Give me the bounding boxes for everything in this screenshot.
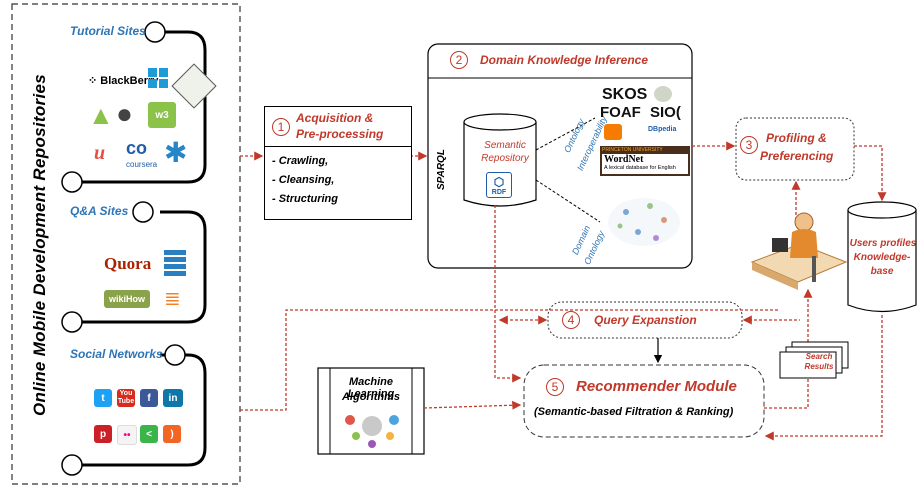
- repositories-title: Online Mobile Development Repositories: [30, 74, 49, 417]
- repository-label-2: Repository: [481, 153, 529, 164]
- query-expansion-title: Query Expanstion: [594, 313, 697, 327]
- step-4-badge: 4: [562, 311, 580, 329]
- search-results-label-1: Search: [805, 352, 833, 361]
- tutorial-sites-label: Tutorial Sites: [70, 24, 146, 38]
- social-bracket: [70, 353, 207, 467]
- skos-logo: SKOS: [602, 86, 648, 103]
- stackoverflow-icon: ≣: [164, 288, 181, 310]
- ml-box: [317, 367, 425, 455]
- windows-icon: [148, 68, 168, 88]
- social-networks-label: Social Networks: [70, 347, 163, 361]
- repository-cylinder: [463, 122, 537, 207]
- w3schools-icon: w3: [148, 102, 176, 128]
- users-db-label-2: Knowledge-: [853, 252, 911, 263]
- blackberry-icon: ⁘: [88, 75, 98, 87]
- domain-ontology-cloud: [608, 198, 680, 246]
- rdf-glyph-icon: ⬡: [493, 174, 505, 189]
- youtube-icon: You Tube: [117, 389, 135, 407]
- users-db-label-3: base: [870, 266, 894, 277]
- recommender-box: [523, 364, 765, 438]
- search-results-label-2: Results: [804, 362, 834, 371]
- bracket-knob: [144, 21, 166, 43]
- coursera-label: coursera: [126, 160, 158, 169]
- cleansing-item: - Cleansing,: [272, 174, 335, 186]
- query-expansion-box: [547, 301, 743, 339]
- ml-network-illustration: [345, 415, 399, 448]
- rdf-icon: ⬡RDF: [486, 172, 512, 198]
- orange-ontology-icon: [604, 124, 622, 140]
- repositories-panel: [11, 3, 241, 485]
- qa-bracket: [70, 210, 207, 324]
- wordnet-banner: PRINCETON UNIVERSITY WordNet A lexical d…: [600, 146, 690, 176]
- udemy-logo: u: [94, 142, 106, 164]
- step-5-badge: 5: [546, 378, 564, 396]
- acquisition-title-line2: Pre-processing: [296, 127, 384, 141]
- crawling-item: - Crawling,: [272, 155, 329, 167]
- blackberry-logo: ⁘ BlackBerry: [88, 75, 159, 87]
- rss-icon: ): [163, 425, 181, 443]
- flickr-icon: ••: [117, 425, 137, 445]
- wordnet-sublabel: A lexical database for English: [604, 165, 676, 171]
- repository-label-1: Semantic: [484, 140, 526, 151]
- bracket-knob: [61, 454, 83, 476]
- users-db-cylinder: [847, 210, 917, 313]
- princeton-label: PRINCETON UNIVERSITY: [602, 147, 663, 153]
- domain-inference-title: Domain Knowledge Inference: [480, 53, 649, 67]
- bracket-knob: [61, 311, 83, 333]
- facebook-icon: f: [140, 389, 158, 407]
- android-icon: ▲: [88, 100, 114, 130]
- linkedin-icon: in: [163, 389, 183, 407]
- profiling-title-line1: Profiling &: [766, 131, 827, 145]
- coursera-icon: co: [126, 138, 148, 158]
- qa-sites-label: Q&A Sites: [70, 204, 129, 218]
- users-db-label-1: Users profiles: [849, 238, 917, 249]
- bracket-knob: [61, 171, 83, 193]
- foaf-logo: FOAF: [600, 104, 641, 121]
- bracket-knob: [132, 201, 154, 223]
- ml-title-line2: Algorithms: [341, 391, 401, 403]
- step-3-badge: 3: [740, 136, 758, 154]
- recommender-subtitle: (Semantic-based Filtration & Ranking): [534, 406, 734, 418]
- share-icon: <: [140, 425, 158, 443]
- wikihow-logo: wikiHow: [104, 290, 150, 308]
- twitter-icon: t: [94, 389, 112, 407]
- profiling-title-line2: Preferencing: [760, 149, 834, 163]
- dbpedia-logo: DBpedia: [648, 126, 677, 133]
- step-1-badge: 1: [272, 118, 290, 136]
- ml-title-line1: Machine Learning: [347, 376, 395, 400]
- structuring-item: - Structuring: [272, 193, 338, 205]
- sioc-logo: SIO(: [650, 104, 681, 121]
- user-at-desk-icon: [750, 212, 848, 290]
- acquisition-divider: [264, 146, 412, 147]
- wordnet-label: WordNet: [604, 154, 644, 165]
- profiling-box: [735, 117, 855, 181]
- pinterest-icon: p: [94, 425, 112, 443]
- recommender-title: Recommender Module: [576, 378, 737, 395]
- acquisition-title-line1: Acquisition &: [296, 111, 374, 125]
- step-2-badge: 2: [450, 51, 468, 69]
- sparql-label: SPARQL: [436, 149, 447, 190]
- bracket-knob: [164, 344, 186, 366]
- quora-logo: Quora: [104, 254, 152, 273]
- stack-icon: [164, 250, 186, 276]
- apple-icon: ●: [116, 98, 133, 129]
- tutorial-bracket: [70, 30, 207, 184]
- search-result-page: [779, 351, 837, 379]
- pinwheel-icon: ✱: [164, 137, 188, 168]
- ontology-blob-icon: [654, 86, 672, 102]
